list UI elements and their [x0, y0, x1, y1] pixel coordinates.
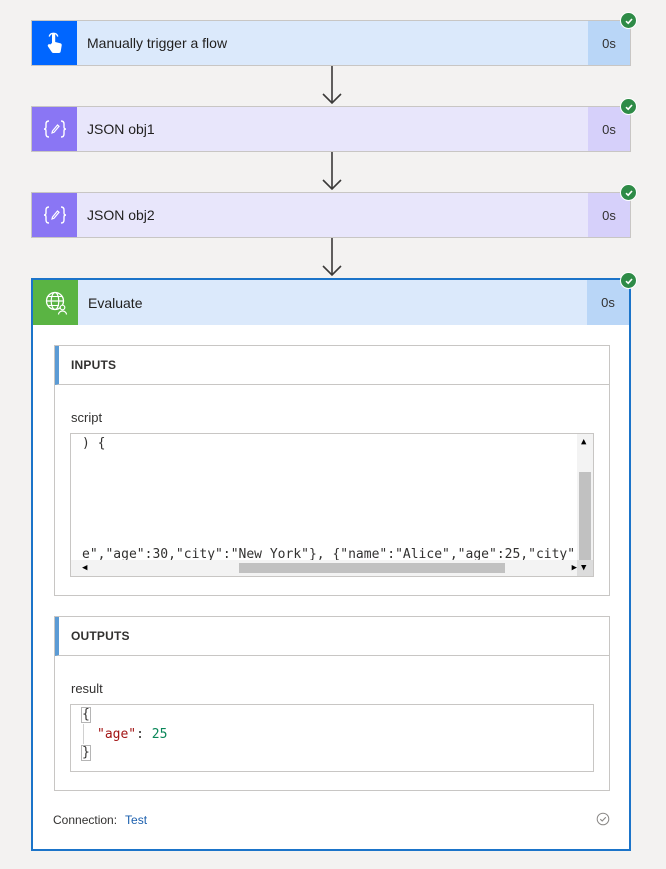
open-brace: { [81, 707, 91, 723]
script-code-box[interactable]: ) { e","age":30,"city":"New York"}, {"na… [70, 433, 594, 577]
inputs-section: INPUTS script ) { e","age":30,"city":"Ne… [54, 345, 610, 596]
arrow-down-icon [322, 152, 342, 191]
horizontal-scrollbar[interactable]: ◀ ▶ [71, 560, 579, 576]
scroll-right-icon[interactable]: ▶ [571, 563, 577, 573]
braces-pencil-icon [32, 107, 77, 151]
arrow-down-icon [322, 66, 342, 105]
scrollbar-thumb[interactable] [239, 563, 505, 573]
globe-person-icon [33, 280, 78, 325]
script-label: script [71, 410, 103, 425]
success-check-icon [620, 12, 637, 29]
touch-hand-icon [32, 21, 77, 65]
result-line: "age": 25 [97, 727, 167, 742]
step-title: Evaluate [88, 294, 143, 311]
step-evaluate-card[interactable]: Evaluate 0s INPUTS script ) { e","age":3… [31, 278, 631, 851]
connection-label: Connection: [53, 813, 118, 827]
scrollbar-thumb[interactable] [579, 472, 591, 561]
json-key: "age" [97, 727, 137, 742]
inputs-header: INPUTS [55, 346, 609, 385]
result-code-box[interactable]: { "age": 25 } [70, 704, 594, 772]
step-duration: 0s [588, 21, 630, 65]
success-check-icon [620, 272, 637, 289]
connection-link[interactable]: Test [125, 813, 148, 827]
scroll-up-icon[interactable]: ▲ [581, 437, 587, 447]
indent-guide [83, 724, 84, 744]
outputs-section: OUTPUTS result { "age": 25 } [54, 616, 610, 791]
step-title: Manually trigger a flow [87, 35, 228, 51]
result-label: result [71, 681, 103, 696]
scroll-left-icon[interactable]: ◀ [82, 563, 88, 573]
connection-row: Connection: Test [53, 813, 147, 827]
step-title: JSON obj2 [87, 207, 155, 223]
step-json-obj2[interactable]: JSON obj2 0s [31, 192, 631, 238]
resize-corner: ▼ [577, 560, 593, 576]
step-title: JSON obj1 [87, 121, 155, 137]
step-duration: 0s [588, 193, 630, 237]
vertical-scrollbar[interactable]: ▲ [577, 434, 593, 561]
evaluate-header[interactable]: Evaluate 0s [33, 280, 629, 325]
json-value: 25 [151, 727, 168, 742]
success-check-icon [620, 98, 637, 115]
script-line: e","age":30,"city":"New York"}, {"name":… [82, 547, 579, 562]
close-brace: } [81, 745, 91, 761]
step-manually-trigger[interactable]: Manually trigger a flow 0s [31, 20, 631, 66]
outputs-header: OUTPUTS [55, 617, 609, 656]
step-duration: 0s [587, 280, 629, 325]
script-line: ) { [82, 436, 106, 451]
step-duration: 0s [588, 107, 630, 151]
arrow-down-icon [322, 238, 342, 277]
json-colon: : [136, 727, 144, 742]
step-json-obj1[interactable]: JSON obj1 0s [31, 106, 631, 152]
braces-pencil-icon [32, 193, 77, 237]
success-check-icon [620, 184, 637, 201]
connection-status-icon [596, 812, 610, 831]
